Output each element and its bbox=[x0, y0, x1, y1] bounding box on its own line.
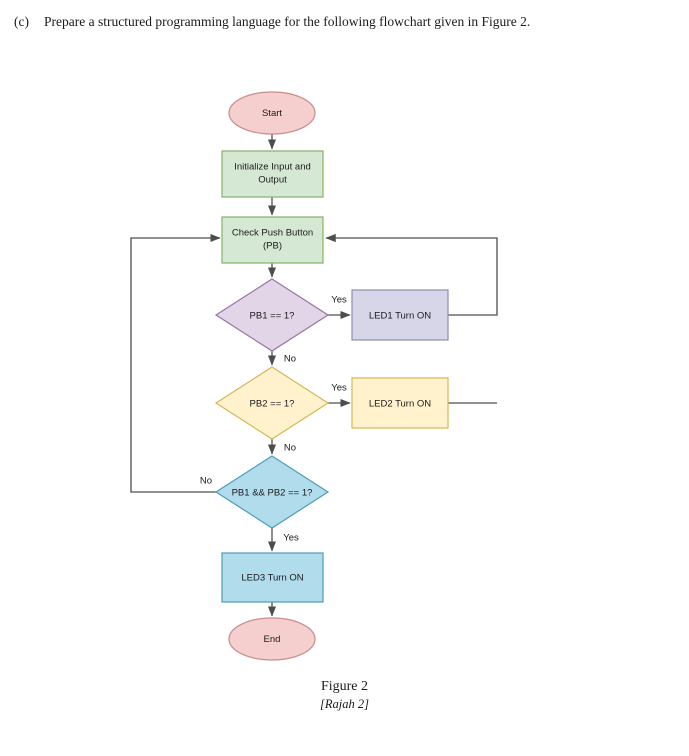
start-label: Start bbox=[262, 108, 282, 119]
edge-pb1and2-no-to-check bbox=[130, 233, 221, 493]
figure-caption: Figure 2 [Rajah 2] bbox=[0, 678, 689, 712]
figure-caption-subtitle: [Rajah 2] bbox=[320, 697, 369, 712]
node-initialize-io[interactable]: Initialize Input and Output bbox=[221, 150, 324, 198]
edge-label-pb1and2-yes: Yes bbox=[283, 533, 299, 544]
question-label: (c) bbox=[14, 14, 29, 29]
led3-turn-on-shape bbox=[221, 552, 324, 603]
node-end[interactable]: End bbox=[228, 617, 316, 661]
led1-turn-on-shape bbox=[351, 289, 449, 341]
decision-pb1-label: PB1 == 1? bbox=[250, 311, 295, 322]
check-push-button-label-line1: Check Push Button bbox=[232, 228, 313, 239]
edge-label-pb1and2-no: No bbox=[200, 476, 212, 487]
node-decision-pb2[interactable]: PB2 == 1? bbox=[214, 366, 330, 440]
led2-turn-on-shape bbox=[351, 377, 449, 429]
node-led2-turn-on[interactable]: LED2 Turn ON bbox=[351, 377, 449, 429]
initialize-io-label-line2: Output bbox=[258, 175, 287, 186]
initialize-io-label-line1: Initialize Input and bbox=[234, 162, 311, 173]
question-block: (c) Prepare a structured programming lan… bbox=[14, 12, 614, 33]
edge-label-pb1-yes: Yes bbox=[331, 295, 347, 306]
end-terminator-shape bbox=[228, 617, 316, 661]
edge-label-pb2-no: No bbox=[284, 443, 296, 454]
edge-label-pb1-no: No bbox=[284, 354, 296, 365]
decision-pb2-label: PB2 == 1? bbox=[250, 399, 295, 410]
led3-turn-on-label: LED3 Turn ON bbox=[241, 573, 303, 584]
decision-pb1-shape bbox=[214, 278, 330, 352]
node-led3-turn-on[interactable]: LED3 Turn ON bbox=[221, 552, 324, 603]
check-push-button-label-line2: (PB) bbox=[263, 241, 282, 252]
decision-pb2-shape bbox=[214, 366, 330, 440]
node-led1-turn-on[interactable]: LED1 Turn ON bbox=[351, 289, 449, 341]
edge-led1-feedback-to-check bbox=[325, 233, 498, 316]
decision-pb1-and-pb2-shape bbox=[214, 455, 330, 529]
initialize-io-shape bbox=[221, 150, 324, 198]
edge-label-pb2-yes: Yes bbox=[331, 383, 347, 394]
led1-turn-on-label: LED1 Turn ON bbox=[369, 311, 431, 322]
flowchart-figure: Start Initialize Input and Output Check … bbox=[0, 80, 689, 670]
node-decision-pb1[interactable]: PB1 == 1? bbox=[214, 278, 330, 352]
node-decision-pb1-and-pb2[interactable]: PB1 && PB2 == 1? bbox=[214, 455, 330, 529]
question-text: Prepare a structured programming languag… bbox=[44, 14, 531, 29]
flowchart-connectors bbox=[130, 134, 498, 617]
start-terminator-shape bbox=[228, 91, 316, 135]
end-label: End bbox=[264, 634, 281, 645]
led2-turn-on-label: LED2 Turn ON bbox=[369, 399, 431, 410]
flowchart-edge-labels: Yes No Yes No No Yes bbox=[200, 295, 347, 544]
node-start[interactable]: Start bbox=[228, 91, 316, 135]
check-push-button-shape bbox=[221, 216, 324, 264]
figure-caption-title: Figure 2 bbox=[320, 679, 369, 694]
node-check-push-button[interactable]: Check Push Button (PB) bbox=[221, 216, 324, 264]
decision-pb1-and-pb2-label: PB1 && PB2 == 1? bbox=[232, 488, 313, 499]
